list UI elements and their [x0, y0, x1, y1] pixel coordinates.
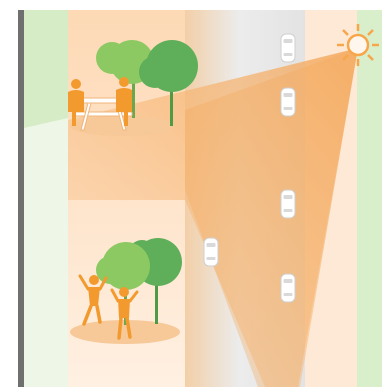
car-icon [281, 34, 295, 62]
sun-icon [337, 24, 379, 66]
car-icon [281, 274, 295, 302]
left-wall [18, 10, 24, 387]
left-grass-shade [24, 10, 68, 128]
car-icon [281, 190, 295, 218]
car-icon [281, 88, 295, 116]
right-grass [357, 10, 382, 387]
car-icon [204, 238, 218, 266]
